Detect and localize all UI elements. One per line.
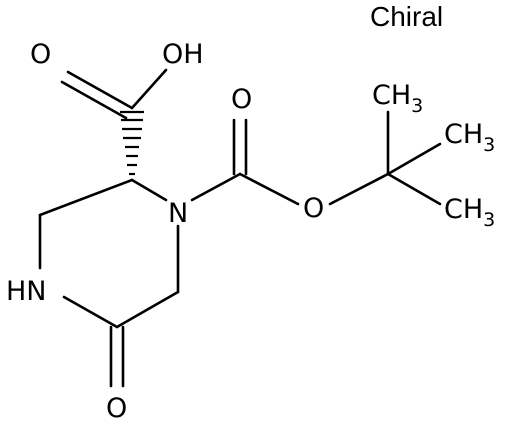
- bond-n1-boc-carbon: [190, 172, 242, 202]
- atom-o-boc-ester: O: [303, 193, 324, 224]
- hashed-wedge-bond: [120, 110, 144, 176]
- bond-ring-c5-n4: [62, 295, 119, 329]
- bond-acid-c-oh: [130, 68, 168, 110]
- atom-oh-acid: OH: [162, 39, 204, 70]
- bond-oester-tbu: [328, 172, 390, 206]
- atom-ch3-top: CH3: [372, 80, 423, 117]
- atom-nh-ring: HN: [6, 276, 47, 307]
- atom-o-acid-carbonyl: O: [30, 39, 51, 70]
- bond-ring-c6-c5: [115, 290, 180, 329]
- atom-ch3-bot: CH3: [444, 194, 495, 231]
- bond-tbu-ch3-bot: [386, 172, 442, 206]
- atom-o-boc-carbonyl: O: [231, 84, 252, 115]
- bond-acid-co-a: [66, 70, 134, 110]
- bond-ring-c3-c2: [38, 178, 134, 217]
- bond-acid-co-b: [60, 80, 128, 120]
- bond-tbu-ch3-mid: [386, 142, 442, 176]
- atom-n-ring-boc: N: [168, 198, 188, 229]
- bond-ring-c2-n1: [130, 178, 168, 202]
- atom-ch3-mid: CH3: [444, 119, 495, 156]
- bond-boc-c-oester: [238, 172, 300, 206]
- atom-o-lactam: O: [106, 393, 127, 424]
- chiral-label: Chiral: [370, 1, 443, 32]
